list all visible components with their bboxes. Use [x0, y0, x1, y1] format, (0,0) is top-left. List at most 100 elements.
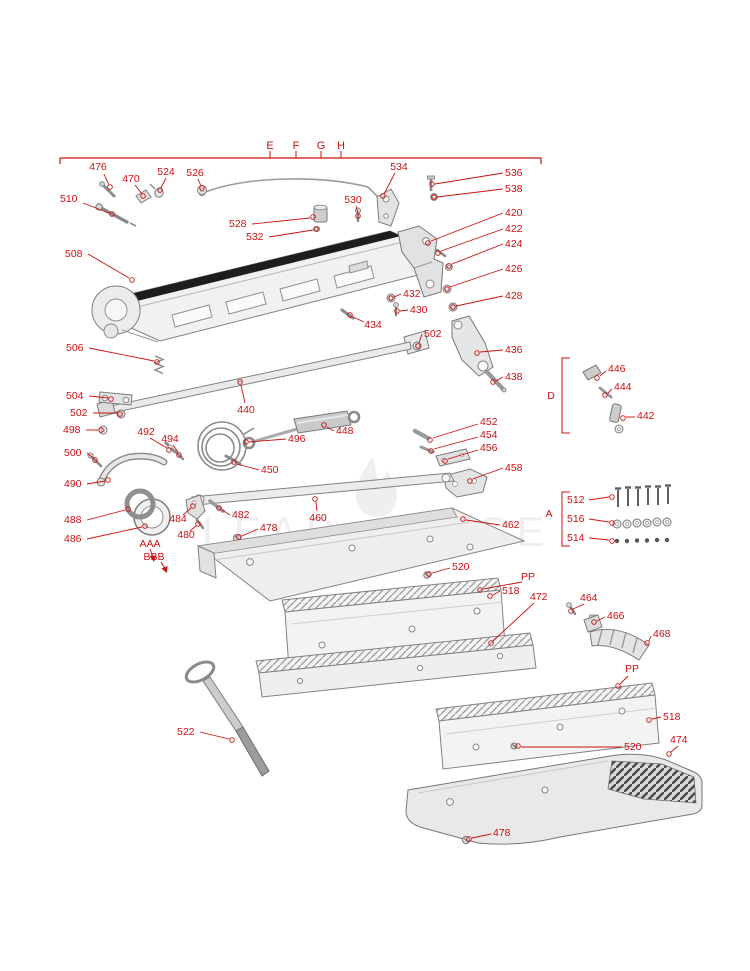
part-label-524: 524	[157, 166, 175, 178]
part-label-528: 528	[229, 218, 247, 230]
leader-dot	[568, 608, 574, 614]
part-448-gas-spring	[242, 410, 361, 450]
part-label-482: 482	[232, 509, 250, 521]
leader-line	[315, 501, 318, 512]
leader-line	[86, 526, 143, 540]
part-label-422: 422	[505, 223, 523, 235]
part-label-468: 468	[653, 628, 671, 640]
part-label-506: 506	[66, 342, 84, 354]
leader-dot	[646, 717, 652, 723]
leader-line	[434, 172, 504, 185]
section-label-G: G	[317, 140, 326, 152]
leader-line	[383, 172, 396, 195]
part-label-522: 522	[177, 726, 195, 738]
leader-line	[199, 731, 230, 740]
group-label-BBB: BBB	[143, 551, 164, 563]
part-486-488-rings	[124, 488, 171, 536]
part-label-490: 490	[64, 478, 82, 490]
part-428-nut	[448, 302, 458, 312]
part-label-442: 442	[637, 410, 655, 422]
leader-dot	[477, 587, 483, 593]
leader-line	[355, 205, 359, 214]
part-label-430: 430	[410, 304, 428, 316]
leader-line	[492, 590, 501, 596]
part-474-bottom-cover	[405, 753, 703, 845]
part-label-426: 426	[505, 263, 523, 275]
leader-line	[619, 675, 629, 685]
leader-dot	[231, 459, 237, 465]
part-label-446: 446	[608, 363, 626, 375]
leader-line	[455, 295, 504, 307]
part-452-454-pins	[412, 428, 435, 454]
part-label-456: 456	[480, 442, 498, 454]
part-label-534: 534	[390, 161, 408, 173]
leader-dot	[216, 505, 222, 511]
part-label-494: 494	[161, 433, 179, 445]
part-group-D	[582, 364, 624, 434]
part-468-wedge	[583, 614, 650, 661]
leader-dot	[166, 447, 172, 453]
leader-dot	[466, 836, 472, 842]
leader-dot	[237, 379, 243, 385]
part-label-478: 478	[260, 522, 278, 534]
leader-dot	[98, 427, 104, 433]
part-518-ramp-bottom	[435, 682, 660, 770]
part-label-518: 518	[663, 711, 681, 723]
part-534-bracket	[376, 188, 400, 227]
leader-line	[588, 518, 610, 523]
leader-dot	[591, 619, 597, 625]
leader-dot	[107, 184, 113, 190]
leader-dot	[310, 214, 316, 220]
bracket-A	[561, 491, 570, 547]
part-label-530: 530	[344, 194, 362, 206]
part-432-washer	[386, 293, 396, 303]
leader-dot	[199, 185, 205, 191]
section-label-E: E	[266, 140, 273, 152]
leader-line	[88, 395, 109, 399]
leader-line	[651, 716, 662, 720]
leader-dot	[154, 359, 160, 365]
leader-dot	[444, 286, 450, 292]
leader-dot	[117, 411, 123, 417]
leader-line	[588, 496, 610, 501]
leader-line	[241, 528, 259, 537]
part-436-lever	[451, 315, 494, 377]
leader-line	[418, 333, 423, 344]
leader-line	[182, 507, 192, 516]
leader-dot	[190, 503, 196, 509]
part-528-cylinder	[313, 204, 328, 223]
part-label-PP: PP	[521, 571, 535, 583]
leader-dot	[125, 506, 131, 512]
leader-line	[160, 177, 167, 189]
part-label-452: 452	[480, 416, 498, 428]
leader-line	[248, 438, 287, 443]
leader-line	[103, 173, 110, 186]
leader-line	[433, 436, 479, 450]
part-label-464: 464	[580, 592, 598, 604]
leader-dot	[176, 452, 182, 458]
leader-dot	[429, 181, 435, 187]
part-label-466: 466	[607, 610, 625, 622]
part-438-rod	[484, 369, 507, 393]
part-label-480: 480	[177, 529, 195, 541]
part-label-458: 458	[505, 462, 523, 474]
leader-dot	[355, 213, 361, 219]
leader-dot	[92, 457, 98, 463]
part-label-518: 518	[502, 585, 520, 597]
leader-dot	[388, 295, 394, 301]
leader-line	[149, 437, 168, 449]
part-label-484: 484	[169, 513, 187, 525]
leader-dot	[644, 640, 650, 646]
leader-line	[82, 202, 110, 214]
part-label-450: 450	[261, 464, 279, 476]
part-label-526: 526	[186, 167, 204, 179]
leader-dot	[467, 478, 473, 484]
leader-dot	[312, 496, 318, 502]
leader-line	[482, 581, 523, 590]
leader-line	[436, 188, 504, 198]
part-470-clip	[135, 189, 152, 204]
leader-dot	[609, 520, 615, 526]
part-458-bracket	[443, 468, 488, 498]
leader-dot	[431, 194, 437, 200]
